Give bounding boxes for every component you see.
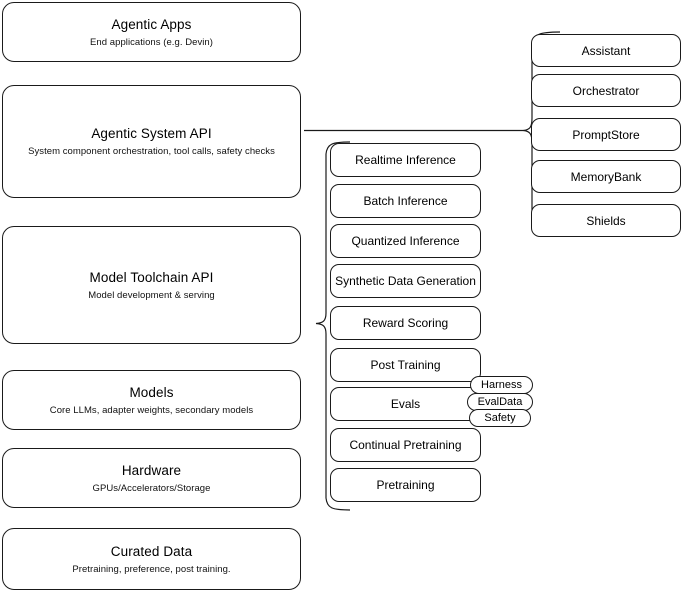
layer-agentic-system-api[interactable]: Agentic System API System component orch… xyxy=(2,85,301,198)
layer-curated-data[interactable]: Curated Data Pretraining, preference, po… xyxy=(2,528,301,590)
capability-synthetic-data-generation[interactable]: Synthetic Data Generation xyxy=(330,264,481,298)
system-component-orchestrator[interactable]: Orchestrator xyxy=(531,74,681,107)
layer-model-toolchain-api[interactable]: Model Toolchain API Model development & … xyxy=(2,226,301,344)
layer-title: Agentic Apps xyxy=(111,16,192,32)
system-component-assistant[interactable]: Assistant xyxy=(531,34,681,67)
capability-reward-scoring[interactable]: Reward Scoring xyxy=(330,306,481,340)
layer-title: Model Toolchain API xyxy=(89,269,214,285)
capability-realtime-inference[interactable]: Realtime Inference xyxy=(330,143,481,177)
layer-subtitle: Core LLMs, adapter weights, secondary mo… xyxy=(49,404,254,416)
capability-batch-inference[interactable]: Batch Inference xyxy=(330,184,481,218)
layer-subtitle: Model development & serving xyxy=(88,289,215,301)
layer-hardware[interactable]: Hardware GPUs/Accelerators/Storage xyxy=(2,448,301,508)
capability-post-training[interactable]: Post Training xyxy=(330,348,481,382)
layer-subtitle: End applications (e.g. Devin) xyxy=(90,36,213,48)
system-component-memorybank[interactable]: MemoryBank xyxy=(531,160,681,193)
layer-subtitle: System component orchestration, tool cal… xyxy=(28,146,275,157)
layer-title: Curated Data xyxy=(110,543,193,559)
layer-title: Hardware xyxy=(121,462,182,478)
evals-subcomponent-harness[interactable]: Harness xyxy=(470,376,533,394)
capability-evals[interactable]: Evals xyxy=(330,387,481,421)
capability-quantized-inference[interactable]: Quantized Inference xyxy=(330,224,481,258)
evals-subcomponent-safety[interactable]: Safety xyxy=(469,409,531,427)
layer-title: Models xyxy=(129,384,174,400)
layer-agentic-apps[interactable]: Agentic Apps End applications (e.g. Devi… xyxy=(2,2,301,62)
layer-models[interactable]: Models Core LLMs, adapter weights, secon… xyxy=(2,370,301,430)
capability-continual-pretraining[interactable]: Continual Pretraining xyxy=(330,428,481,462)
capability-pretraining[interactable]: Pretraining xyxy=(330,468,481,502)
system-component-promptstore[interactable]: PromptStore xyxy=(531,118,681,151)
layer-subtitle: Pretraining, preference, post training. xyxy=(72,563,231,575)
system-component-shields[interactable]: Shields xyxy=(531,204,681,237)
layer-title: Agentic System API xyxy=(91,126,212,141)
layer-subtitle: GPUs/Accelerators/Storage xyxy=(92,482,211,494)
